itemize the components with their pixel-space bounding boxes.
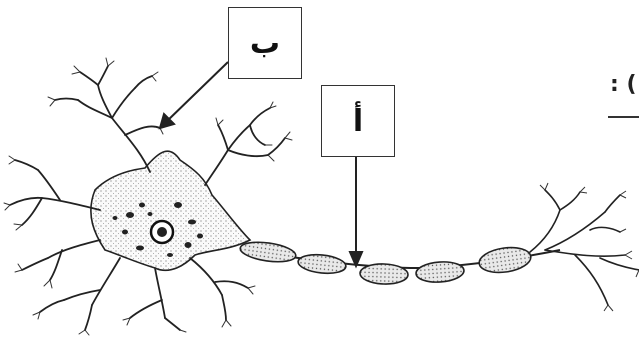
arrow-b <box>165 62 228 123</box>
label-box-a: أ <box>321 85 395 157</box>
underline <box>608 116 639 118</box>
axon-terminals <box>530 190 639 305</box>
axon <box>239 239 560 285</box>
myelin-sheath <box>239 239 532 285</box>
label-b-text: ب <box>250 26 280 61</box>
label-a-text: أ <box>353 104 363 139</box>
cropped-question-text: : ( <box>610 72 637 97</box>
nucleolus <box>157 227 167 237</box>
label-box-b: ب <box>228 7 302 79</box>
cell-body <box>91 151 250 270</box>
